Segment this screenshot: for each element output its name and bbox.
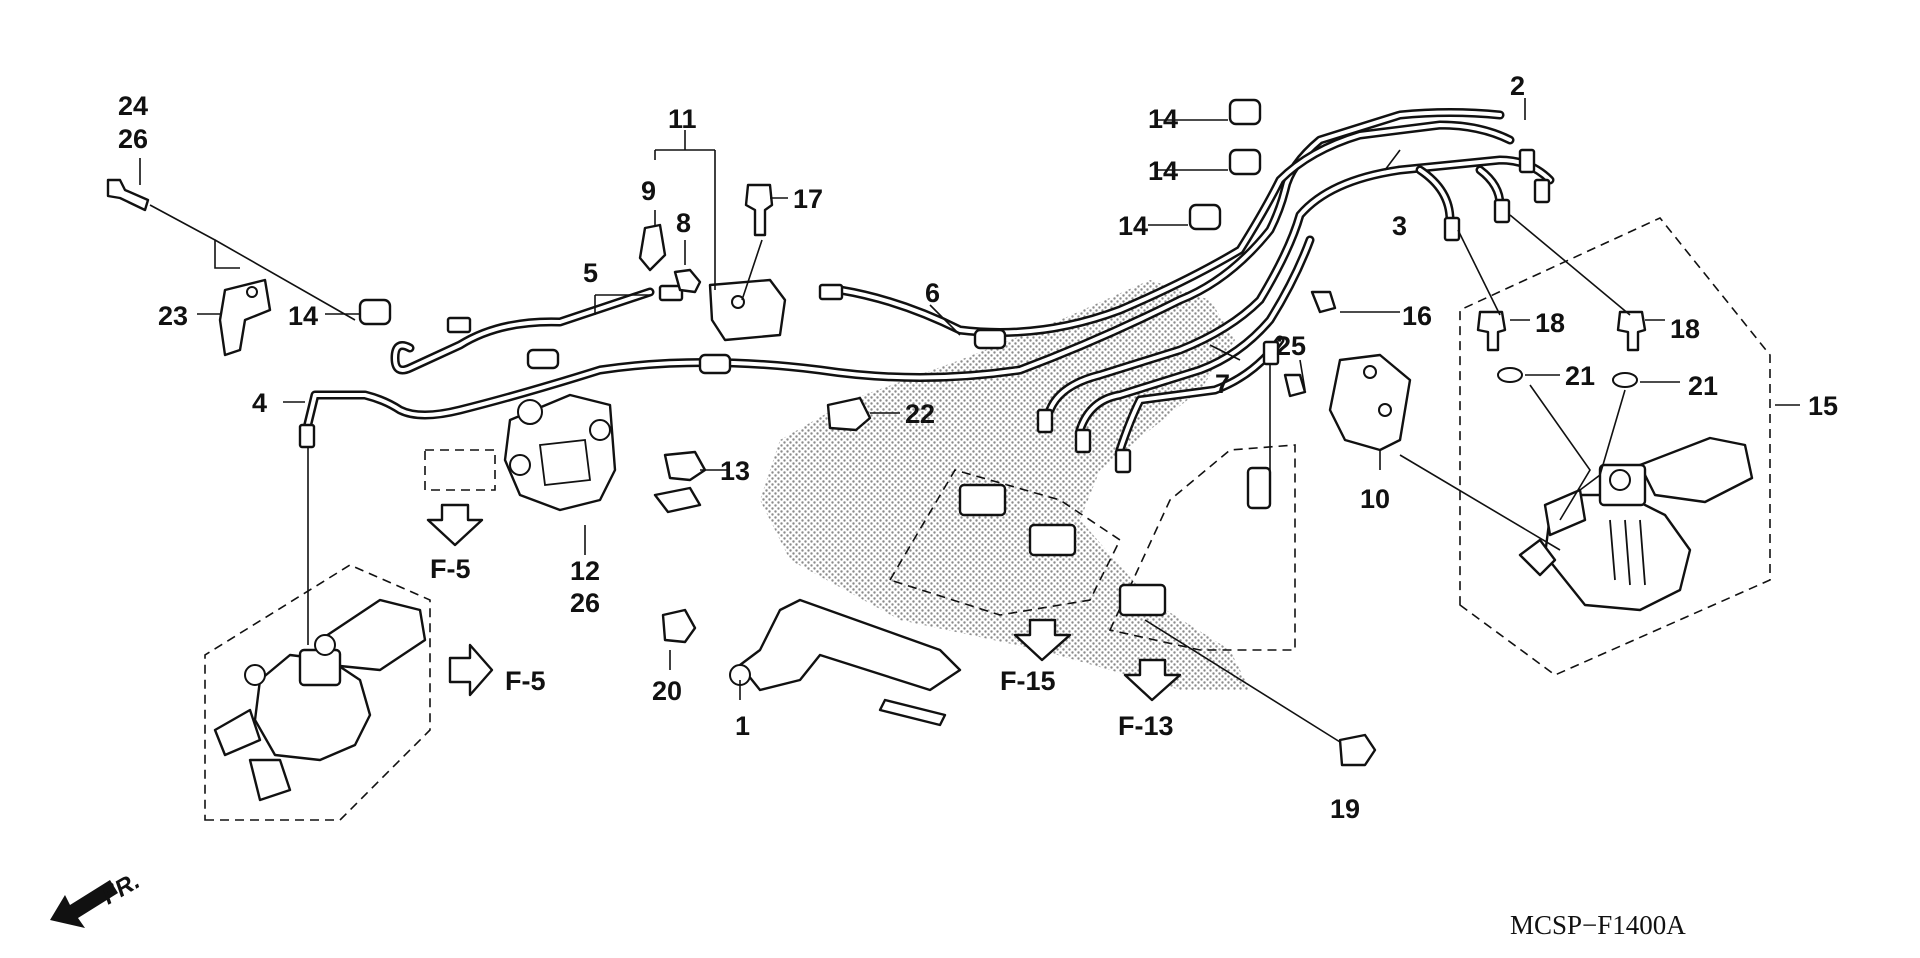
callout-25: 25 — [1276, 331, 1306, 361]
front-direction-arrow — [50, 880, 118, 928]
pipe-fittings — [298, 148, 1551, 474]
callout-19: 19 — [1330, 794, 1360, 824]
callout-2: 2 — [1510, 71, 1525, 101]
callout-21-right: 21 — [1688, 371, 1718, 401]
abs-modulator-front-box — [204, 564, 431, 821]
junction-box-b — [1108, 444, 1296, 651]
abs-modulator-rear — [1518, 436, 1754, 612]
callout-13: 13 — [720, 456, 750, 486]
junction-box-a — [888, 469, 1122, 616]
callout-20: 20 — [652, 676, 682, 706]
callout-21-left: 21 — [1565, 361, 1595, 391]
callout-11: 11 — [668, 104, 697, 134]
callout-24: 24 — [118, 91, 148, 121]
callout-9: 9 — [641, 176, 656, 206]
front-direction-label: FR. — [98, 867, 145, 910]
ref-f5-upper[interactable]: F-5 — [430, 554, 471, 584]
ref-f15[interactable]: F-15 — [1000, 666, 1056, 696]
section-arrows — [426, 503, 1182, 702]
leader-lines — [139, 98, 1800, 743]
callout-16: 16 — [1402, 301, 1432, 331]
callout-14-left: 14 — [288, 301, 318, 331]
callout-3: 3 — [1392, 211, 1407, 241]
stay-plate — [1328, 353, 1412, 452]
callout-5: 5 — [583, 258, 598, 288]
callout-1: 1 — [735, 711, 750, 741]
callout-15: 15 — [1808, 391, 1838, 421]
callout-labels: 1 2 3 4 5 6 7 8 9 10 11 12 26 13 14 14 1… — [118, 71, 1838, 824]
callout-12-26: 26 — [570, 588, 600, 618]
callout-14-mid: 14 — [1148, 156, 1178, 186]
callout-18-left: 18 — [1535, 308, 1565, 338]
three-way-joint — [708, 278, 787, 342]
callout-23: 23 — [158, 301, 188, 331]
callout-22: 22 — [905, 399, 935, 429]
callout-4: 4 — [252, 388, 267, 418]
small-parts — [106, 98, 1647, 767]
callout-12: 12 — [570, 556, 600, 586]
proportioning-valve — [503, 393, 617, 512]
brake-pipes — [301, 108, 1555, 455]
abs-modulator-rear-box — [1459, 217, 1771, 676]
callout-24-26: 26 — [118, 124, 148, 154]
callout-7: 7 — [1215, 369, 1230, 399]
callout-14-top: 14 — [1148, 104, 1178, 134]
abs-modulator-front — [213, 598, 427, 802]
callout-14-low: 14 — [1118, 211, 1148, 241]
ref-f5-lower[interactable]: F-5 — [505, 666, 546, 696]
bracket-mount — [729, 598, 962, 727]
callout-8: 8 — [676, 208, 691, 238]
callout-18-right: 18 — [1670, 314, 1700, 344]
ref-f13[interactable]: F-13 — [1118, 711, 1174, 741]
proportioning-valve-box — [424, 449, 496, 491]
callout-10: 10 — [1360, 484, 1390, 514]
callout-17: 17 — [793, 184, 823, 214]
callout-6: 6 — [925, 278, 940, 308]
section-ref-labels: F-5 F-5 F-15 F-13 — [430, 554, 1174, 741]
diagram-code: MCSP−F1400A — [1510, 910, 1686, 940]
